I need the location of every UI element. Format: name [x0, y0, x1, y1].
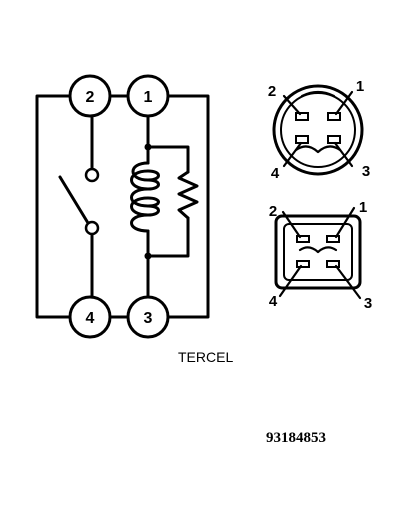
relay-coil: [130, 161, 160, 233]
connector-square-pin-3: [326, 260, 340, 268]
terminal-3-label: 3: [144, 310, 153, 327]
connector-round-key-top: [300, 90, 336, 98]
figure-code: 93184853: [266, 430, 326, 446]
switch-fixed-contact: [84, 167, 100, 183]
connector-square: 2 1 4 3: [269, 199, 372, 312]
connector-square-leader-3: [334, 264, 362, 300]
connector-square-inner: [283, 223, 353, 281]
relay-schematic: 2 1 4 3: [35, 74, 210, 339]
connector-round-leader-3: [333, 141, 354, 168]
connector-round-pin-4: [295, 135, 309, 144]
connector-square-pin-2: [296, 235, 310, 243]
junction-bottom: [144, 252, 152, 260]
connector-square-leader-1: [334, 206, 356, 239]
connector-square-label-2: 2: [269, 203, 277, 220]
connector-round-pin-2: [295, 112, 309, 121]
connector-round-leader-4: [282, 141, 303, 168]
connector-square-pin-1: [326, 235, 340, 243]
switch-pivot-contact: [84, 220, 100, 236]
connector-round-outer: [272, 84, 364, 176]
terminal-4-label: 4: [86, 310, 95, 327]
connector-round-label-2: 2: [268, 83, 276, 100]
junction-top: [144, 143, 152, 151]
connector-square-pin-4: [296, 260, 310, 268]
terminal-1-label: 1: [144, 89, 153, 106]
connector-round-label-4: 4: [271, 165, 280, 182]
connector-round-label-3: 3: [362, 163, 370, 180]
connector-square-label-4: 4: [269, 293, 278, 310]
terminal-2: 2: [68, 74, 112, 118]
coil-branch-wire: [146, 113, 190, 300]
terminal-1: 1: [126, 74, 170, 118]
model-caption: TERCEL: [178, 349, 233, 365]
connector-square-label-3: 3: [364, 295, 372, 312]
resistor: [177, 170, 199, 220]
connector-square-leader-4: [278, 264, 303, 298]
connector-round-key-bottom: [294, 145, 342, 154]
connector-round: 2 1 4 3: [268, 78, 370, 182]
connector-square-leader-2: [281, 210, 302, 239]
terminal-4: 4: [68, 295, 112, 339]
connector-round-leader-1: [334, 90, 354, 116]
connector-round-label-1: 1: [356, 78, 364, 95]
connector-square-outer: [274, 214, 362, 290]
connector-square-key: [298, 246, 338, 254]
terminal-3: 3: [126, 295, 170, 339]
terminal-2-label: 2: [86, 89, 95, 106]
outer-wire: [35, 94, 210, 319]
connector-round-pin-3: [327, 135, 341, 144]
connector-square-label-1: 1: [359, 199, 367, 216]
connector-round-leader-2: [282, 94, 302, 116]
connector-round-pin-1: [327, 112, 341, 121]
switch-arm: [58, 175, 90, 225]
